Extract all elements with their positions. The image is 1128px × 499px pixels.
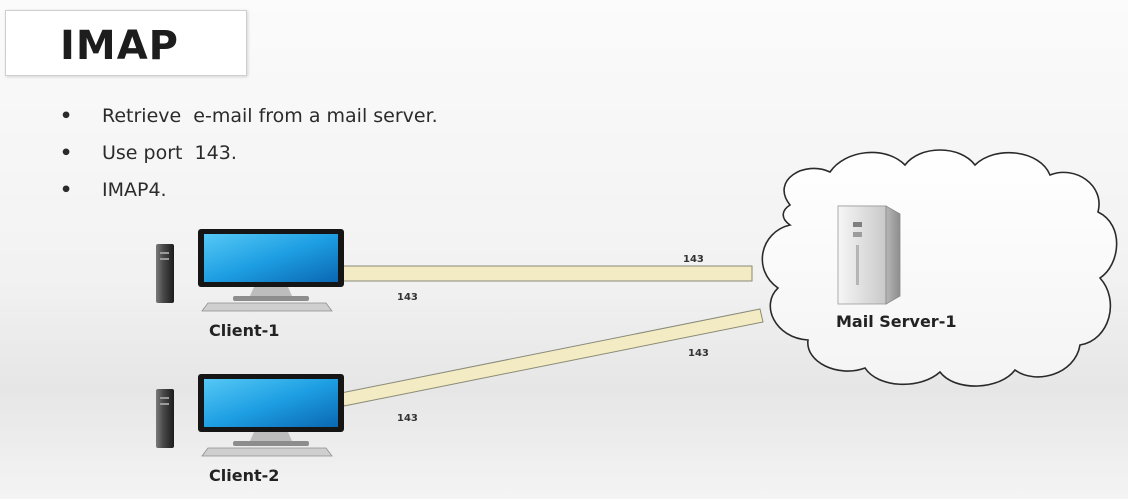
cloud-icon bbox=[761, 149, 1118, 387]
mail-server-node: Mail Server-1 bbox=[836, 205, 956, 331]
node-label: Client-1 bbox=[209, 321, 279, 340]
title-box: IMAP bbox=[5, 10, 247, 76]
node-label: Client-2 bbox=[209, 466, 279, 485]
port-label: 143 bbox=[397, 413, 418, 424]
slide-title: IMAP bbox=[60, 23, 179, 69]
port-label: 143 bbox=[683, 254, 704, 265]
bullet-text: Use port 143. bbox=[102, 142, 237, 164]
bullet-marker: • bbox=[60, 142, 73, 164]
client-1-node: Client-1 bbox=[156, 229, 344, 340]
server-tower-icon bbox=[837, 205, 901, 305]
link-client1-server bbox=[340, 265, 753, 282]
port-label: 143 bbox=[688, 348, 709, 359]
bullet-marker: • bbox=[60, 105, 73, 127]
bullet-text: Retrieve e-mail from a mail server. bbox=[102, 105, 438, 127]
bullet-text: IMAP4. bbox=[102, 179, 167, 201]
port-label: 143 bbox=[397, 292, 418, 303]
desktop-computer-icon bbox=[156, 229, 344, 312]
client-2-node: Client-2 bbox=[156, 374, 344, 485]
desktop-computer-icon bbox=[156, 374, 344, 457]
node-label: Mail Server-1 bbox=[836, 312, 956, 331]
bullet-marker: • bbox=[60, 179, 73, 201]
